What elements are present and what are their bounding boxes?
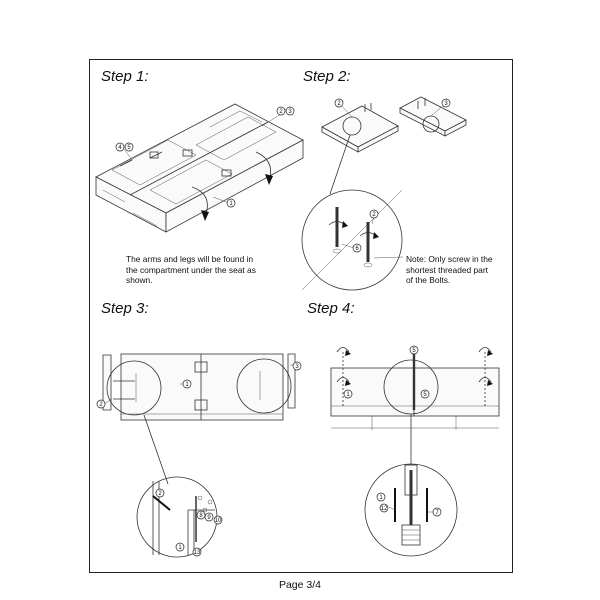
compartment-note-line-2: the compartment under the seat as bbox=[126, 264, 256, 275]
svg-text:5: 5 bbox=[412, 348, 416, 354]
instruction-sheet-frame bbox=[89, 59, 513, 573]
step-1-title: Step 1: bbox=[101, 68, 149, 85]
callout-6-step2-zoom: 6 bbox=[352, 243, 362, 253]
svg-text:13: 13 bbox=[194, 550, 201, 556]
callout-4-step1: 4 bbox=[115, 142, 125, 152]
svg-text:2: 2 bbox=[372, 212, 376, 218]
step-3-title: Step 3: bbox=[101, 300, 149, 317]
step1-callouts: 1 2 3 4 5 bbox=[115, 106, 295, 208]
svg-text:1: 1 bbox=[379, 495, 383, 501]
svg-text:2: 2 bbox=[99, 402, 103, 408]
svg-text:3: 3 bbox=[295, 364, 299, 370]
svg-text:12: 12 bbox=[381, 506, 388, 512]
step4-callouts: 5 1 5 1 12 7 bbox=[343, 345, 442, 517]
step1-sofa-illustration bbox=[95, 103, 304, 233]
callout-1-step4-zoom: 1 bbox=[376, 492, 386, 502]
callout-1-step1: 1 bbox=[226, 198, 236, 208]
step-2-title: Step 2: bbox=[303, 68, 351, 85]
callout-2-step2-zoom: 2 bbox=[369, 209, 379, 219]
callout-1-step4-main: 1 bbox=[343, 389, 353, 399]
callout-5-step4-top: 5 bbox=[409, 345, 419, 355]
bolt-note-line-3: of the Bolts. bbox=[406, 275, 451, 285]
svg-text:2: 2 bbox=[279, 109, 283, 115]
step4-sofa-illustration bbox=[330, 347, 500, 430]
compartment-note-line-3: shown. bbox=[126, 275, 153, 285]
svg-text:2: 2 bbox=[158, 491, 162, 497]
callout-2-step2-top: 2 bbox=[334, 98, 344, 108]
callout-2-step3-zoom: 2 bbox=[155, 488, 165, 498]
svg-text:2: 2 bbox=[337, 101, 341, 107]
svg-text:1: 1 bbox=[178, 545, 182, 551]
bolt-note-line-2: shortest threaded part bbox=[406, 264, 488, 275]
step2-callouts: 2 3 2 6 bbox=[334, 98, 451, 253]
callout-2-step3-main: 2 bbox=[96, 399, 106, 409]
callout-1-step3-main: 1 bbox=[182, 379, 192, 389]
svg-text:9: 9 bbox=[207, 515, 211, 521]
compartment-note-line-1: The arms and legs will be found in bbox=[126, 254, 254, 264]
callout-2-step1: 2 bbox=[276, 106, 286, 116]
step3-sofa-illustration bbox=[102, 353, 297, 421]
svg-text:5: 5 bbox=[423, 392, 427, 398]
step3-callouts: 1 2 3 2 8 9 10 1 13 bbox=[96, 361, 302, 557]
svg-text:1: 1 bbox=[346, 392, 350, 398]
callout-3-step2-top: 3 bbox=[441, 98, 451, 108]
callout-13-step3-zoom: 13 bbox=[192, 547, 202, 557]
svg-text:1: 1 bbox=[229, 201, 233, 207]
svg-text:5: 5 bbox=[127, 145, 131, 151]
step-4-title: Step 4: bbox=[307, 300, 355, 317]
callout-5-step4-main: 5 bbox=[420, 389, 430, 399]
svg-text:4: 4 bbox=[118, 145, 122, 151]
svg-text:10: 10 bbox=[215, 518, 222, 524]
callout-1-step3-zoom: 1 bbox=[175, 542, 185, 552]
svg-text:8: 8 bbox=[199, 513, 203, 519]
svg-text:3: 3 bbox=[444, 101, 448, 107]
callout-7-step4-zoom: 7 bbox=[432, 507, 442, 517]
svg-text:7: 7 bbox=[435, 510, 439, 516]
svg-text:6: 6 bbox=[355, 246, 359, 252]
callout-5-step1: 5 bbox=[124, 142, 134, 152]
step2-zoom-detail bbox=[301, 134, 404, 291]
svg-text:3: 3 bbox=[288, 109, 292, 115]
callout-12-step4-zoom: 12 bbox=[379, 503, 389, 513]
step4-zoom-detail bbox=[364, 414, 458, 557]
callout-3-step3-main: 3 bbox=[292, 361, 302, 371]
callout-10-step3-zoom: 10 bbox=[213, 515, 223, 525]
bolt-note-line-1: Note: Only screw in the bbox=[406, 254, 493, 264]
callout-8-step3-zoom: 8 bbox=[196, 510, 206, 520]
page-number: Page 3/4 bbox=[278, 579, 322, 591]
step2-arm-panels bbox=[321, 96, 467, 153]
bolt-note: Note: Only screw in the shortest threade… bbox=[406, 254, 493, 286]
step3-zoom-detail bbox=[136, 414, 218, 558]
callout-3-step1: 3 bbox=[285, 106, 295, 116]
compartment-note: The arms and legs will be found in the c… bbox=[126, 254, 256, 286]
svg-text:1: 1 bbox=[185, 382, 189, 388]
callout-9-step3-zoom: 9 bbox=[204, 512, 214, 522]
